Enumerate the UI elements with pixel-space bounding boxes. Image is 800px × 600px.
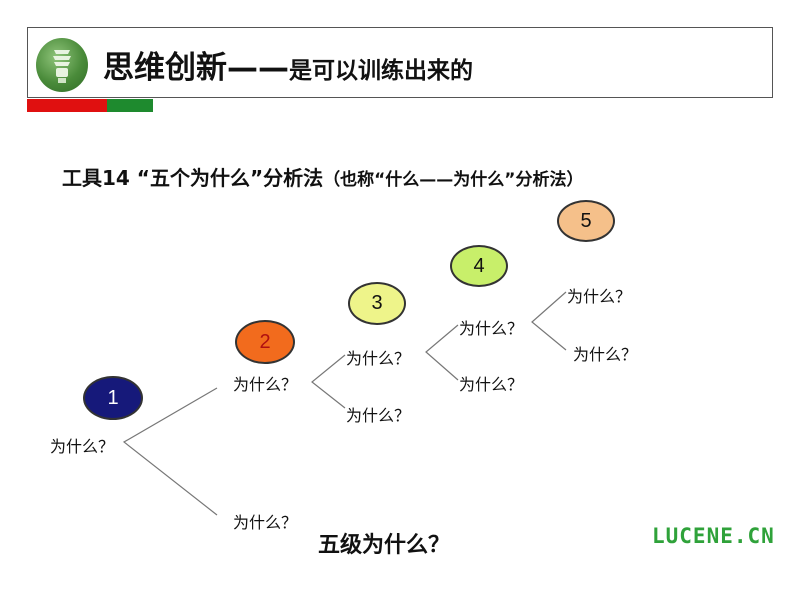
question-label: 为什么？ xyxy=(233,513,298,532)
question-label: 为什么？ xyxy=(573,345,638,364)
question-label: 为什么？ xyxy=(233,375,298,394)
accent-bar-red xyxy=(27,99,107,112)
level-3-node: 3 xyxy=(348,282,406,325)
level-5-node: 5 xyxy=(557,200,615,242)
header-banner xyxy=(27,27,773,98)
lightbulb-logo-icon xyxy=(36,38,88,92)
level-1-node: 1 xyxy=(83,376,143,420)
question-label: 为什么？ xyxy=(346,406,411,425)
level-4-node: 4 xyxy=(450,245,508,287)
question-label: 为什么？ xyxy=(567,287,632,306)
diagram-caption: 五级为什么？ xyxy=(318,533,451,558)
question-label: 为什么？ xyxy=(459,319,524,338)
accent-bar-green xyxy=(107,99,153,112)
question-label: 为什么？ xyxy=(50,437,115,456)
page-title: 思维创新——是可以训练出来的 xyxy=(103,50,473,86)
level-2-node: 2 xyxy=(235,320,295,364)
question-label: 为什么？ xyxy=(346,349,411,368)
section-heading: 工具14 “五个为什么”分析法（也称“什么——为什么”分析法） xyxy=(62,166,584,190)
brand-watermark: LUCENE.CN xyxy=(652,524,775,548)
question-label: 为什么？ xyxy=(459,375,524,394)
